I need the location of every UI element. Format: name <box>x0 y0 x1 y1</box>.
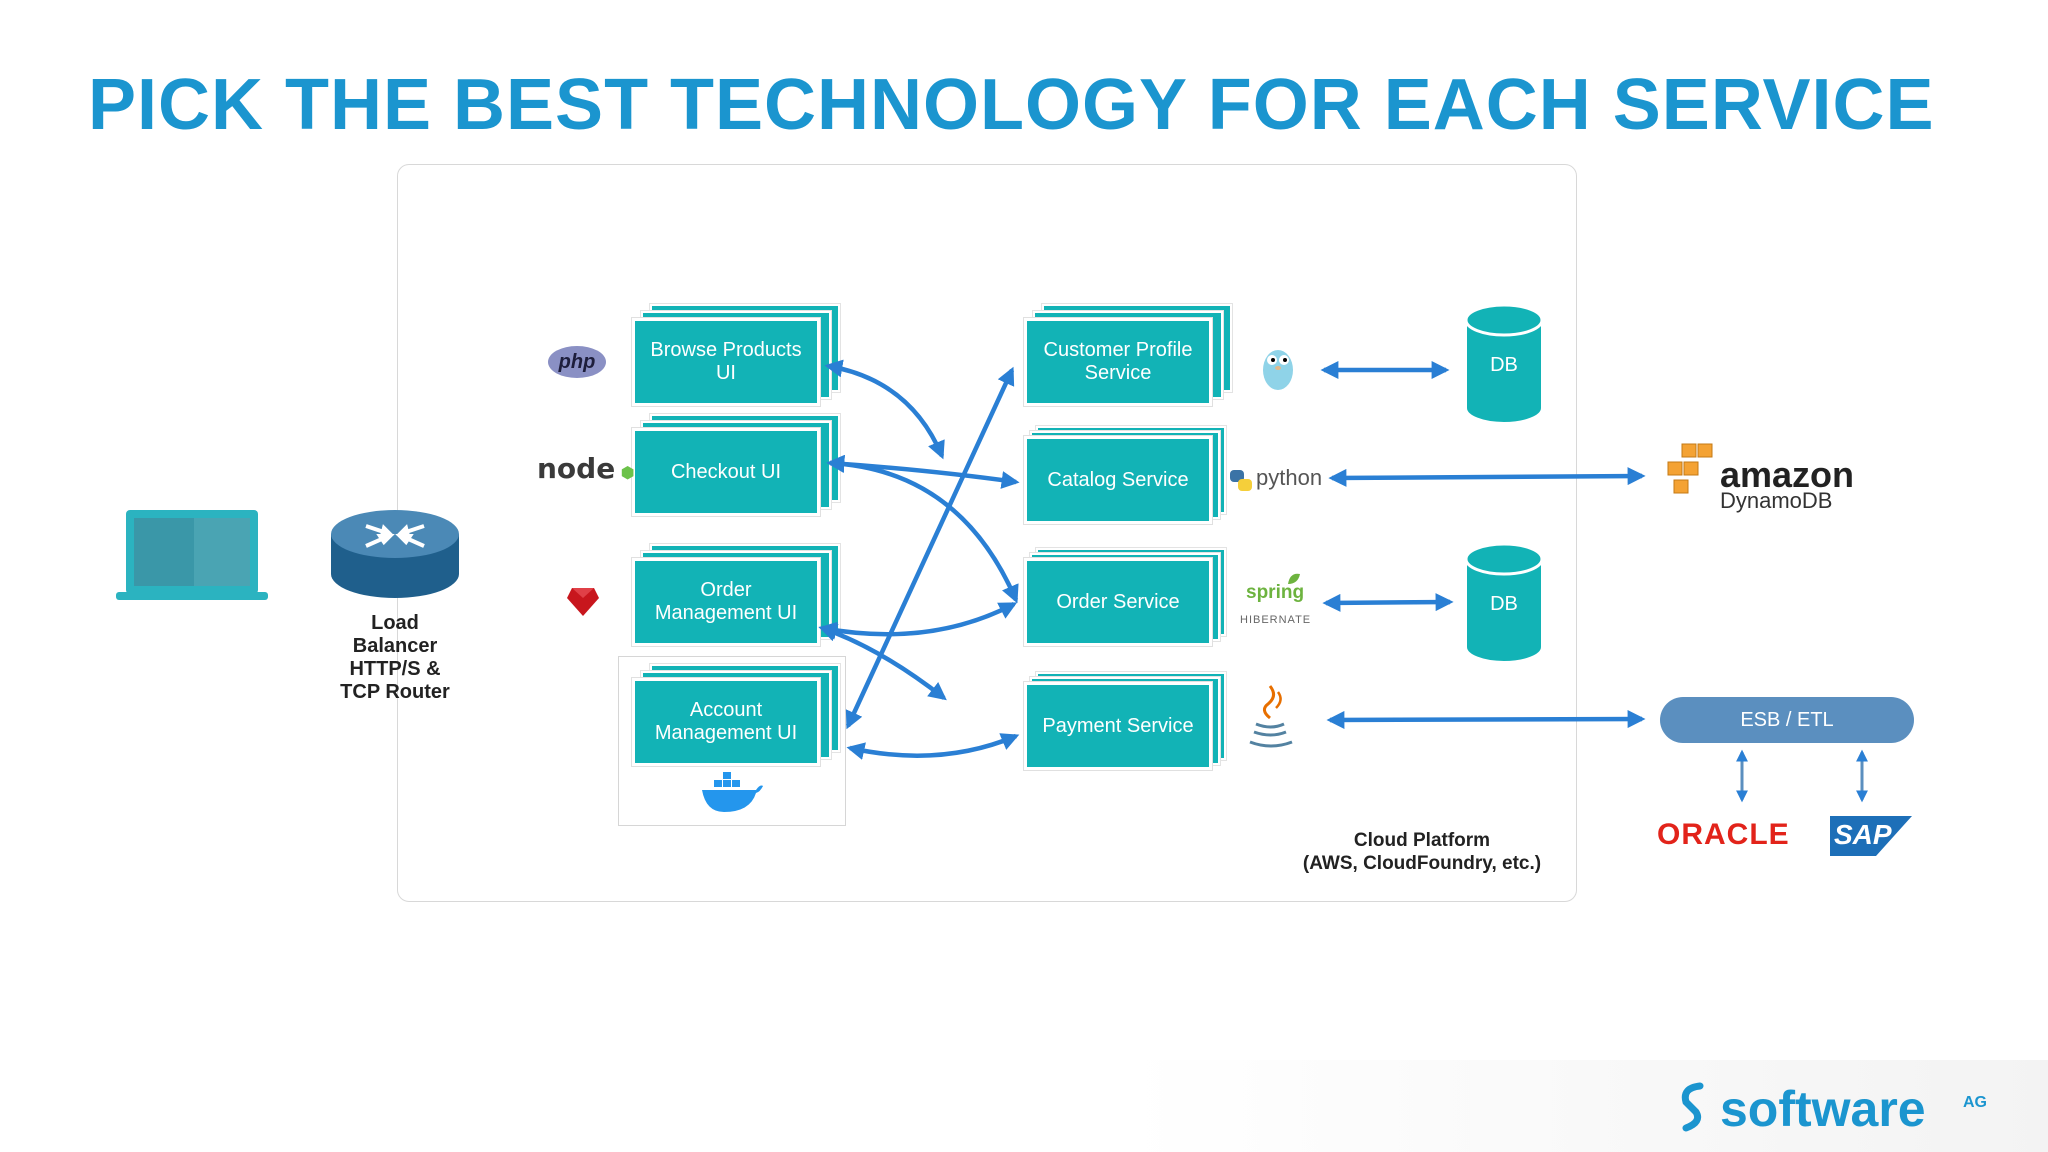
db-label: DB <box>1490 354 1518 376</box>
cloud-platform-label: Cloud Platform (AWS, CloudFoundry, etc.) <box>1302 830 1542 874</box>
arrow-payment-esb <box>1326 710 1646 729</box>
python-logo: python <box>1256 465 1323 490</box>
docker-icon <box>702 772 763 812</box>
java-icon <box>1249 685 1293 748</box>
amazon-logo: amazon <box>1720 454 1855 495</box>
browse-products-ui-label: Browse Products UI <box>632 318 820 406</box>
catalog-service-label: Catalog Service <box>1024 436 1212 524</box>
node-logo: node ⬢ <box>537 452 635 485</box>
go-gopher-icon <box>1263 350 1293 390</box>
aws-boxes-icon <box>1667 443 1713 494</box>
order-management-ui-label: Order Management UI <box>632 558 820 646</box>
arrow-order-db <box>1322 593 1454 612</box>
router-icon <box>331 510 459 598</box>
arrow-browse-to-order-ui <box>824 359 945 460</box>
db-cylinder-2: DB <box>1464 541 1544 665</box>
ruby-icon <box>567 588 599 616</box>
arrow-account-to-payment <box>846 733 1020 760</box>
db-label: DB <box>1490 593 1518 615</box>
arrow-catalog-dynamodb <box>1328 467 1646 487</box>
load-balancer-label: Load Balancer HTTP/S & TCP Router <box>340 612 450 703</box>
esb-etl-bus: ESB / ETL <box>1660 697 1914 743</box>
db-cylinder-1: DB <box>1464 302 1544 426</box>
oracle-logo: ORACLE <box>1657 818 1790 851</box>
laptop-icon <box>116 510 268 600</box>
footer-background <box>0 1060 2048 1152</box>
checkout-ui-label: Checkout UI <box>632 428 820 516</box>
software-ag-logo: software <box>1720 1081 1926 1137</box>
spring-leaf-icon <box>1288 573 1300 584</box>
software-ag-mark-icon <box>1681 1082 1704 1132</box>
php-logo: php <box>548 346 606 378</box>
spring-logo: spring <box>1246 582 1305 603</box>
python-icon <box>1230 470 1252 491</box>
customer-profile-service-label: Customer Profile Service <box>1024 318 1212 406</box>
order-service-label: Order Service <box>1024 558 1212 646</box>
hibernate-logo: HIBERNATE <box>1240 614 1312 626</box>
arrow-orderui-to-order <box>818 602 1018 640</box>
page-title: PICK THE BEST TECHNOLOGY FOR EACH SERVIC… <box>88 65 1935 145</box>
software-ag-suffix: AG <box>1963 1094 1987 1111</box>
payment-service-label: Payment Service <box>1024 682 1212 770</box>
sap-logo: SAP <box>1830 816 1912 856</box>
account-management-ui-label: Account Management UI <box>632 678 820 766</box>
arrow-checkout-to-order <box>826 454 1019 604</box>
arrow-account-to-customer <box>845 366 1015 730</box>
arrow-orderui-down <box>818 624 947 701</box>
dynamodb-label: DynamoDB <box>1720 488 1833 513</box>
